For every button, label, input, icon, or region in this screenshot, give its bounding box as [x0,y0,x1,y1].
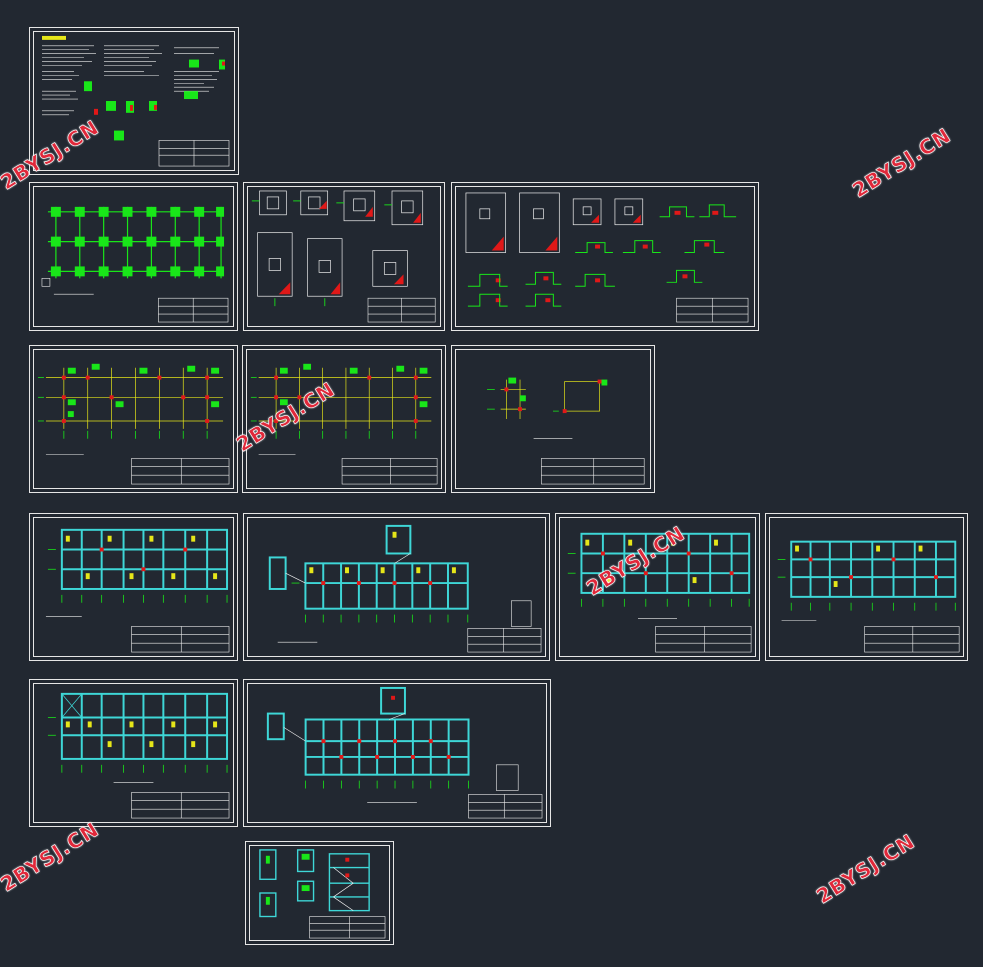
sheet-graphic [251,190,436,323]
watermark-bottom-left: 2BYSJ.CN [0,816,104,897]
sheet-graphic [250,363,438,485]
sheet-graphic [37,363,230,485]
drawing-sheet-beam-plan-1[interactable] [29,513,238,661]
drawing-sheet-slab-plan-2[interactable] [243,679,551,827]
drawing-sheet-general-notes[interactable] [29,27,239,175]
sheet-graphic [41,206,229,323]
watermark-bottom-right: 2BYSJ.CN [812,828,920,909]
drawing-sheet-stair-detail[interactable] [245,841,394,945]
drawing-sheet-footing-details-2[interactable] [451,182,759,331]
sheet-graphic [42,35,230,167]
sheet-graphic [259,849,386,939]
drawing-sheet-column-layout-2[interactable] [242,345,446,493]
sheet-graphic [567,532,752,653]
drawing-sheet-beam-plan-3[interactable] [555,513,760,661]
sheet-graphic [45,528,230,653]
sheet-graphic [47,692,230,819]
drawing-sheet-column-layout-1[interactable] [29,345,238,493]
sheet-graphic [266,686,543,819]
drawing-sheet-beam-plan-4[interactable] [765,513,968,661]
drawing-sheet-foundation-plan[interactable] [29,182,238,331]
drawing-sheet-beam-plan-2[interactable] [243,513,550,661]
sheet-graphic [268,524,542,653]
sheet-graphic [777,540,960,653]
drawing-sheet-slab-plan-1[interactable] [29,679,238,827]
sheet-graphic [465,192,749,323]
drawing-sheet-column-detail[interactable] [451,345,655,493]
watermark-top-right: 2BYSJ.CN [848,122,956,203]
sheet-graphic [487,377,645,485]
drawing-sheet-footing-details-1[interactable] [243,182,445,331]
